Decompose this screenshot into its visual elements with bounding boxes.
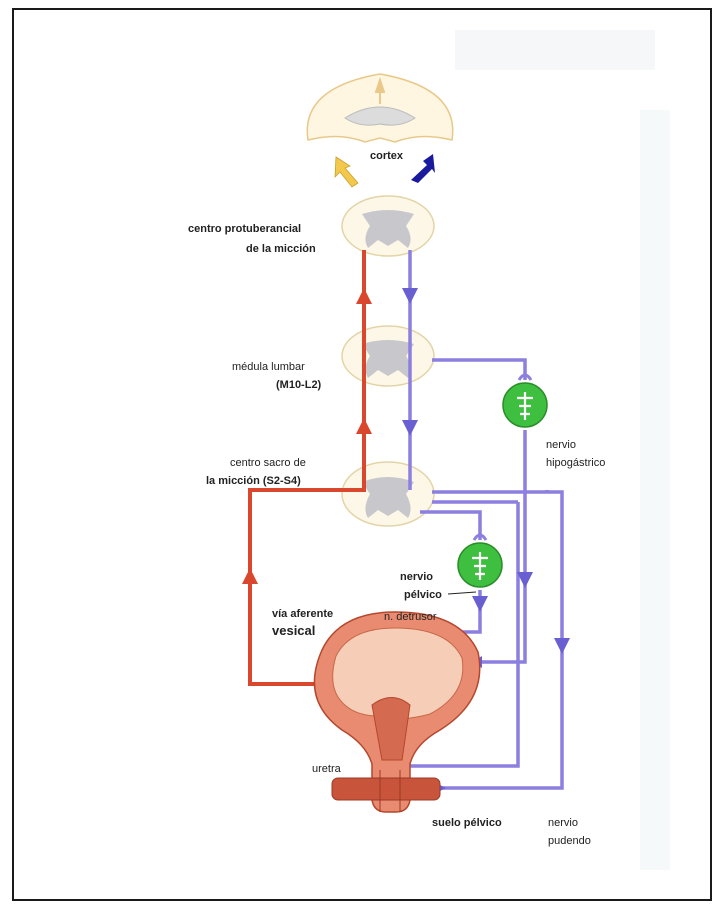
efferent-arrow-5 [554,638,570,654]
label-sacral-line2: la micción (S2-S4) [206,475,301,487]
label-hypogastric-line1: nervio [546,439,576,451]
label-lumbar-line1: médula lumbar [232,361,305,373]
label-pelvic-line1: nervio [400,571,433,583]
spinal-section-lumbar [342,326,434,386]
label-afferent-line2: vesical [272,623,315,638]
label-pelvic-floor: suelo pélvico [432,817,502,829]
spinal-section-pontine [342,196,434,256]
spinal-section-sacral [342,462,434,526]
scan-patch [455,30,655,70]
label-hypogastric-line2: hipogástrico [546,457,605,469]
label-detrusor: n. detrusor [384,611,437,623]
label-urethra: uretra [312,763,342,775]
efferent-arrow-4 [472,596,488,612]
pelvic-leader-line [448,592,476,594]
label-afferent-line1: vía aferente [272,608,333,620]
ganglion-hypogastric [503,383,547,427]
cortex-section [307,74,452,142]
label-pudendal-line1: nervio [548,817,578,829]
efferent-arrow-1 [402,288,418,304]
afferent-arrow-3 [242,568,258,584]
scan-strip [640,110,670,870]
afferent-arrow-2 [356,418,372,434]
label-pudendal-line2: pudendo [548,835,591,847]
label-pontine-line1: centro protuberancial [188,223,301,235]
afferent-arrow-1 [356,288,372,304]
label-lumbar-line2: (M10-L2) [276,379,322,391]
label-pontine-line2: de la micción [246,243,316,255]
label-cortex: cortex [370,150,404,162]
label-pelvic-line2: pélvico [404,589,442,601]
ganglion-pelvic [458,543,502,587]
bladder [314,612,479,812]
efferent-arrow-2 [402,420,418,436]
label-sacral-line1: centro sacro de [230,457,306,469]
cortex-arrow-left [335,157,358,187]
cortex-arrow-right [411,154,435,183]
